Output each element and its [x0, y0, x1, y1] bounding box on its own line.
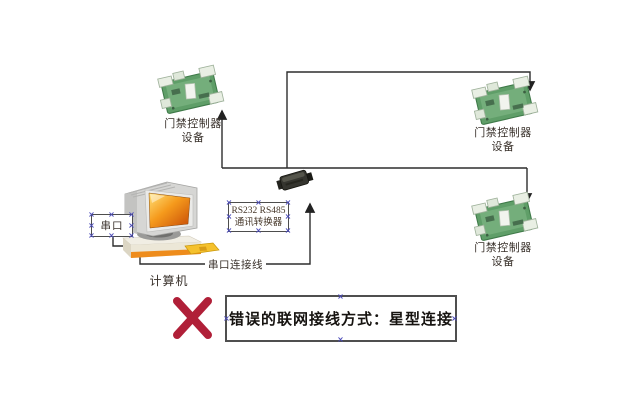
controller-2-label: 门禁控制器 设备 — [453, 126, 553, 154]
selection-handle-icon[interactable] — [255, 227, 263, 235]
selection-handle-icon[interactable] — [128, 222, 136, 230]
controller-label-line2: 设备 — [181, 132, 205, 144]
converter-label-line2: 通讯转换器 — [234, 218, 283, 228]
selection-handle-icon[interactable] — [225, 199, 233, 207]
error-x-icon — [173, 297, 212, 339]
selection-handle-icon[interactable] — [108, 211, 116, 219]
selection-handle-icon[interactable] — [88, 232, 96, 240]
wire-to-controller-2 — [286, 71, 536, 168]
computer-label: 计算机 — [149, 274, 189, 288]
selection-handle-icon[interactable] — [451, 315, 459, 323]
selection-handle-icon[interactable] — [284, 213, 292, 221]
rs232-rs485-converter-icon — [276, 169, 314, 191]
controller-label-line1: 门禁控制器 — [474, 127, 532, 139]
selection-handle-icon[interactable] — [337, 293, 345, 301]
selection-handle-icon[interactable] — [225, 213, 233, 221]
selection-handle-icon[interactable] — [128, 232, 136, 240]
serial-port-label: 串口 — [100, 221, 124, 232]
controller-label-line2: 设备 — [491, 256, 515, 268]
controller-1-label: 门禁控制器 设备 — [143, 117, 243, 145]
selection-handle-icon[interactable] — [225, 227, 233, 235]
controller-label-line2: 设备 — [491, 141, 515, 153]
selection-handle-icon[interactable] — [128, 211, 136, 219]
selection-handle-icon[interactable] — [337, 336, 345, 344]
controller-label-line1: 门禁控制器 — [474, 242, 532, 254]
selection-handle-icon[interactable] — [223, 315, 231, 323]
converter-label-box[interactable]: RS232 RS485 通讯转换器 — [228, 202, 289, 232]
serial-cable-label: 串口连接线 — [205, 257, 266, 272]
error-caption-box[interactable]: 错误的联网接线方式：星型连接 — [225, 295, 457, 342]
error-caption-text: 错误的联网接线方式：星型连接 — [228, 312, 453, 328]
selection-handle-icon[interactable] — [108, 232, 116, 240]
converter-label-line1: RS232 RS485 — [231, 206, 286, 216]
controller-label-line1: 门禁控制器 — [164, 118, 222, 130]
selection-handle-icon[interactable] — [284, 227, 292, 235]
controller-3-label: 门禁控制器 设备 — [453, 241, 553, 269]
selection-handle-icon[interactable] — [88, 222, 96, 230]
desktop-computer-icon — [122, 181, 220, 258]
selection-handle-icon[interactable] — [284, 199, 292, 207]
serial-port-box[interactable]: 串口 — [91, 214, 133, 237]
selection-handle-icon[interactable] — [255, 199, 263, 207]
selection-handle-icon[interactable] — [88, 211, 96, 219]
